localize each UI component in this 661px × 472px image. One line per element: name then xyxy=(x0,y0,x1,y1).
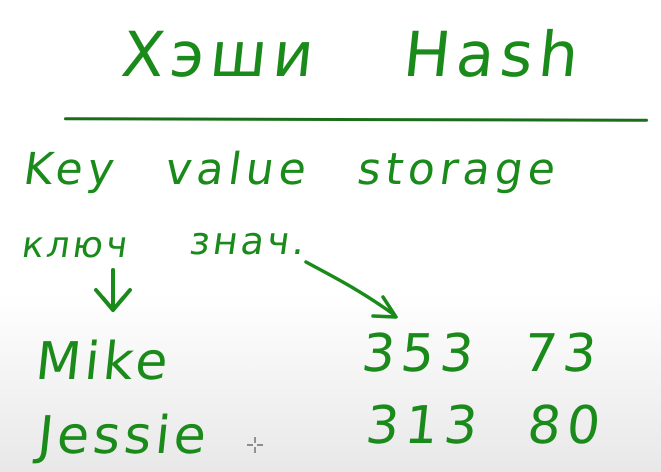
crosshair-cursor-icon xyxy=(247,437,263,453)
table-row-value: 353 73 xyxy=(358,324,606,384)
table-row-value: 313 80 xyxy=(362,396,610,456)
arrow-diagonal-icon xyxy=(304,260,398,319)
arrow-down-icon xyxy=(94,268,132,312)
table-row-key: Jessie xyxy=(34,406,214,466)
table-row-key: Mike xyxy=(32,332,175,392)
